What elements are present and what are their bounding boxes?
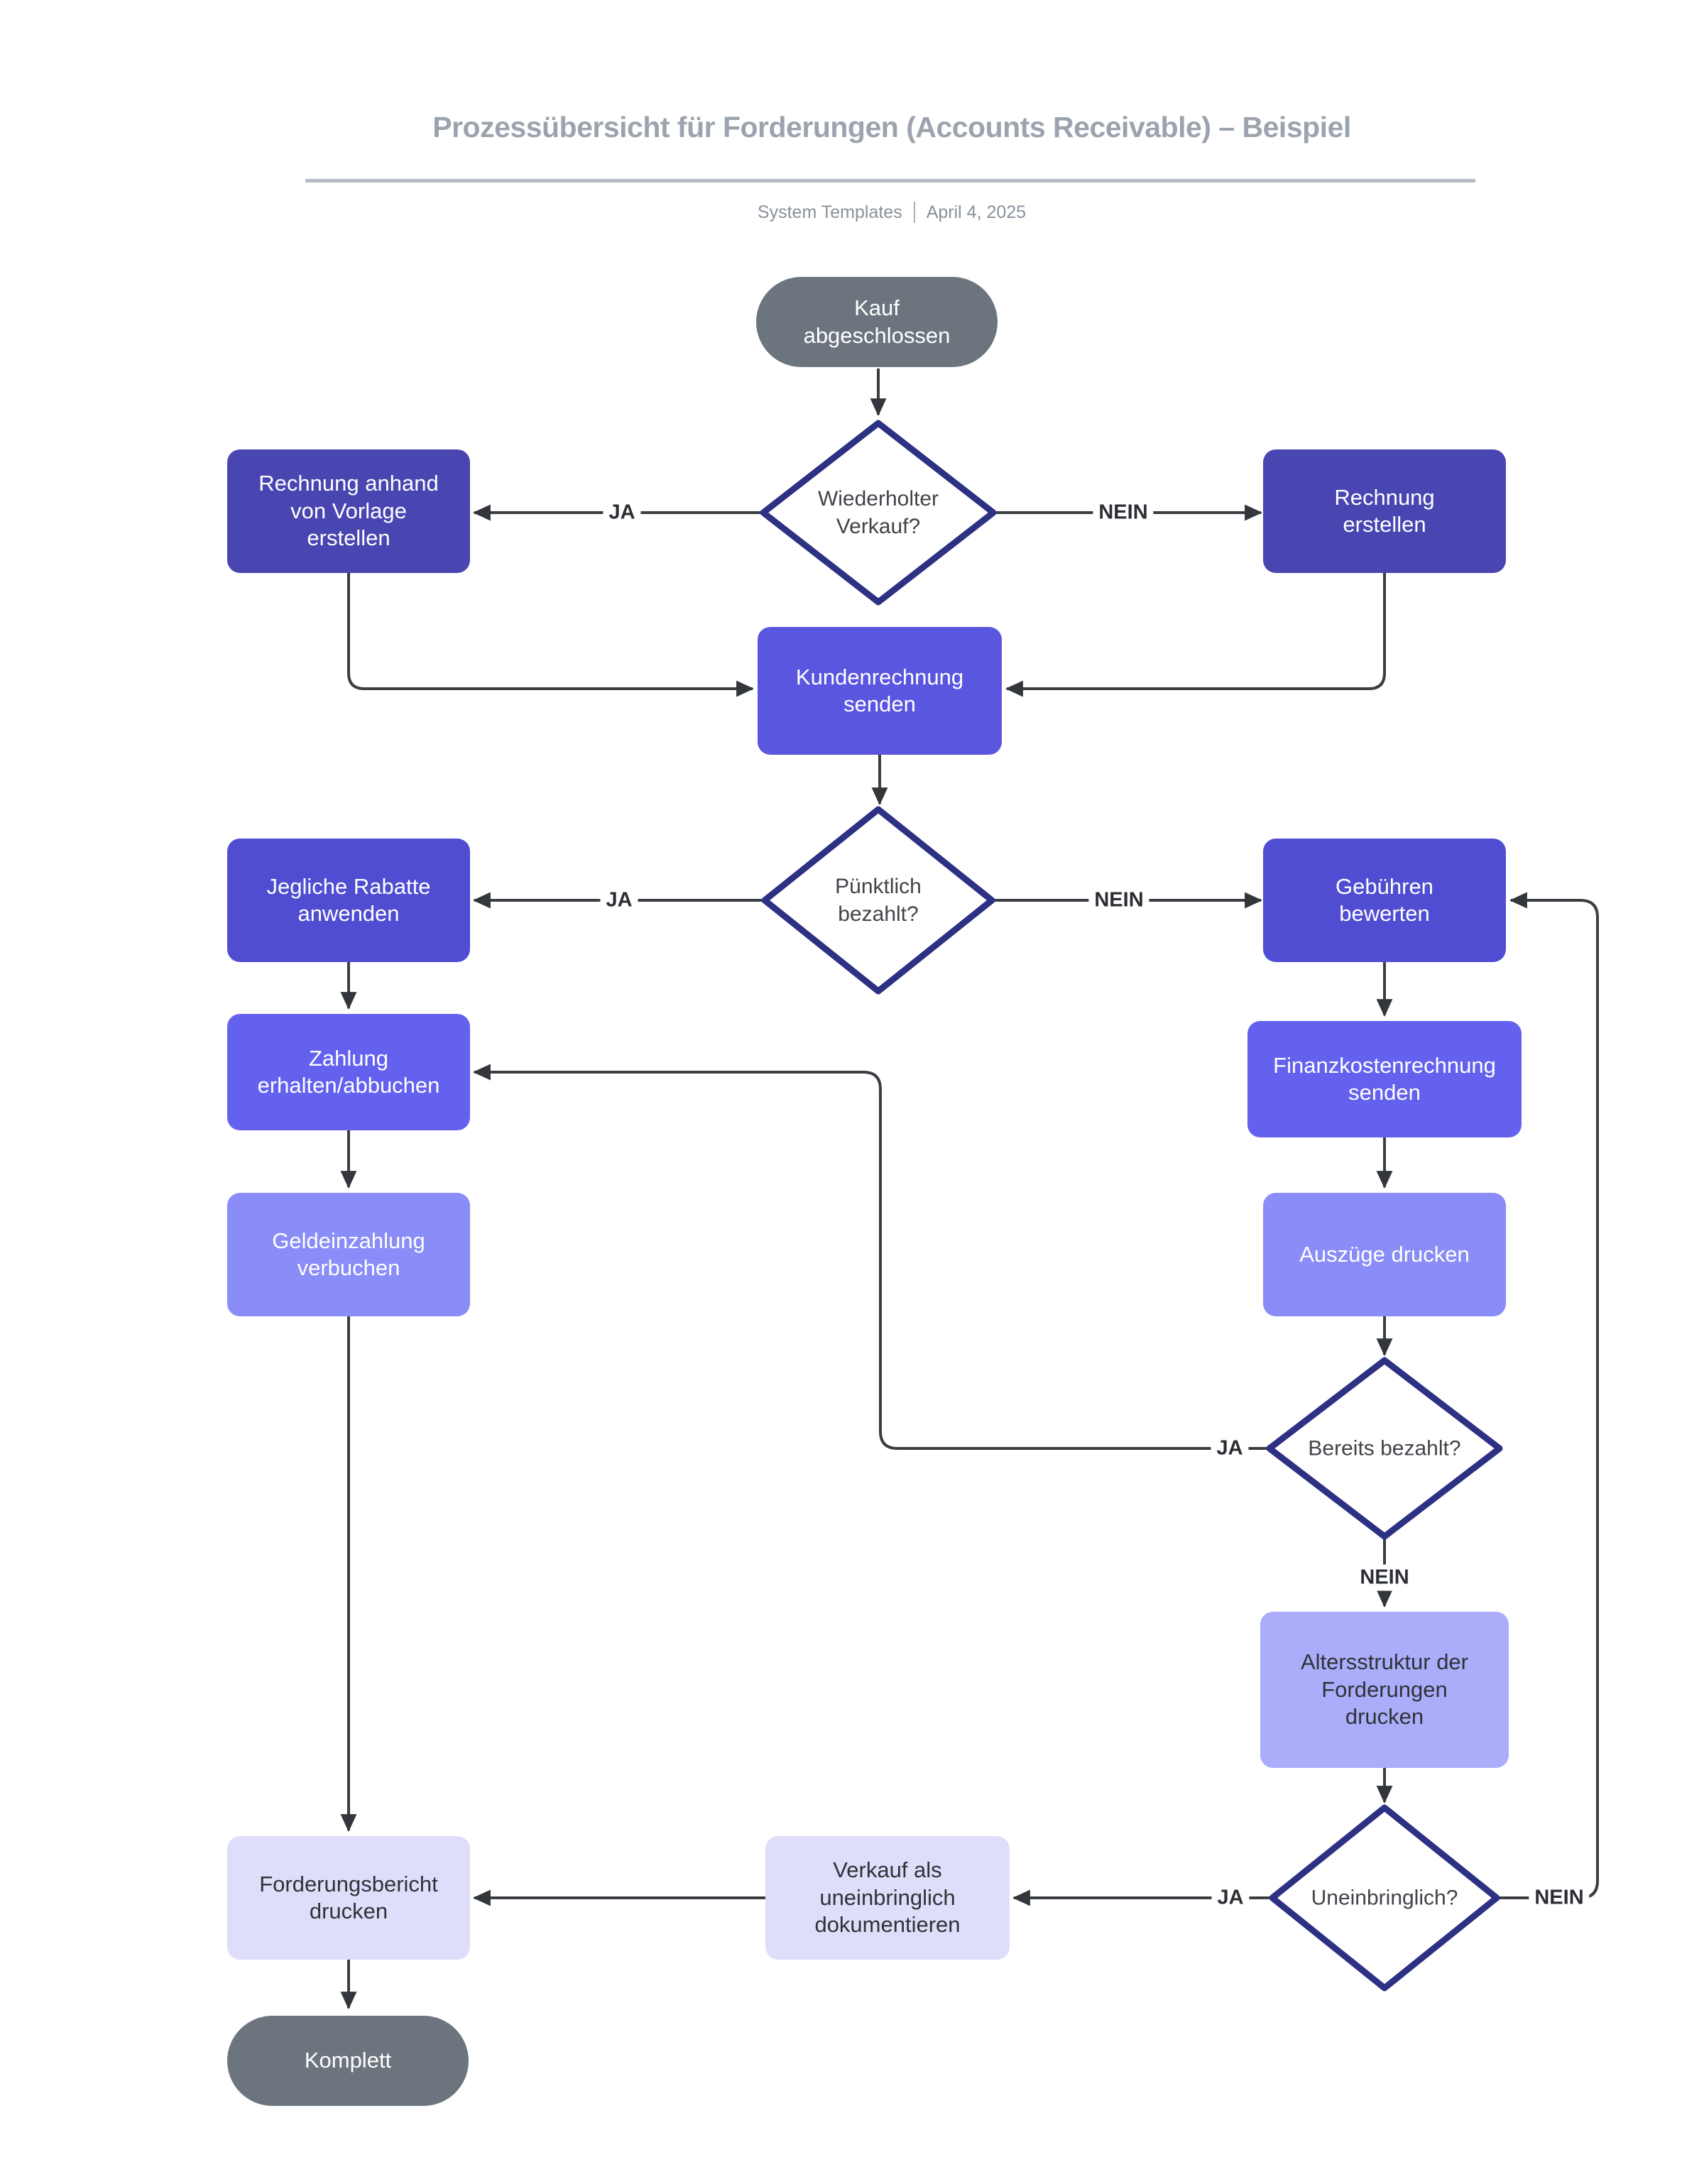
edge-label-already-paid-nein: NEIN bbox=[1354, 1564, 1415, 1591]
subtitle-date: April 4, 2025 bbox=[926, 202, 1027, 222]
process-document-bad-debt: Verkauf als uneinbringlich dokumentieren bbox=[765, 1836, 1010, 1960]
edge-label-repeat-sale-nein: NEIN bbox=[1093, 499, 1154, 526]
process-send-customer-invoice: Kundenrechnung senden bbox=[758, 627, 1002, 755]
decision-repeat-sale-shape bbox=[760, 420, 997, 606]
edge-label-repeat-sale-ja: JA bbox=[603, 499, 641, 526]
start-node: Kauf abgeschlossen bbox=[756, 277, 998, 367]
edge-create-to-send-invoice bbox=[1005, 573, 1386, 697]
end-node: Komplett bbox=[227, 2016, 469, 2106]
decision-repeat-sale-label: Wiederholter Verkauf? bbox=[817, 487, 939, 538]
title-divider bbox=[305, 179, 1475, 182]
decision-already-paid-shape bbox=[1266, 1357, 1503, 1540]
edge-label-already-paid-ja: JA bbox=[1211, 1435, 1249, 1462]
subtitle-separator bbox=[913, 202, 915, 223]
edge-label-paid-on-time-ja: JA bbox=[600, 887, 638, 914]
edge-label-paid-on-time-nein: NEIN bbox=[1088, 887, 1149, 914]
process-assess-fees: Gebühren bewerten bbox=[1263, 839, 1506, 962]
process-send-finance-charge: Finanzkostenrechnung senden bbox=[1247, 1021, 1522, 1137]
decision-already-paid-label: Bereits bezahlt? bbox=[1308, 1436, 1461, 1460]
process-receive-payment: Zahlung erhalten/abbuchen bbox=[227, 1014, 470, 1130]
subtitle: System Templates April 4, 2025 bbox=[758, 202, 1026, 223]
decision-paid-on-time-label: Pünktlich bezahlt? bbox=[835, 875, 922, 926]
process-print-aging: Altersstruktur der Forderungen drucken bbox=[1260, 1612, 1509, 1768]
decision-paid-on-time-shape bbox=[761, 806, 995, 995]
process-print-statements: Auszüge drucken bbox=[1263, 1193, 1506, 1316]
process-create-invoice: Rechnung erstellen bbox=[1263, 449, 1506, 573]
decision-uncollectible-label: Uneinbringlich? bbox=[1311, 1886, 1458, 1910]
edge-already-paid-ja-loop bbox=[472, 1064, 1269, 1450]
process-print-ar-report: Forderungsbericht drucken bbox=[227, 1836, 470, 1960]
decision-uncollectible-shape bbox=[1269, 1804, 1500, 1992]
edge-template-to-send-invoice bbox=[347, 573, 755, 697]
process-apply-discounts: Jegliche Rabatte anwenden bbox=[227, 839, 470, 962]
edge-label-uncollectible-nein: NEIN bbox=[1529, 1884, 1590, 1911]
subtitle-source: System Templates bbox=[757, 202, 902, 222]
edge-label-uncollectible-ja: JA bbox=[1211, 1884, 1250, 1911]
process-record-deposit: Geldeinzahlung verbuchen bbox=[227, 1193, 470, 1316]
page-title: Prozessübersicht für Forderungen (Accoun… bbox=[432, 111, 1351, 143]
process-invoice-from-template: Rechnung anhand von Vorlage erstellen bbox=[227, 449, 470, 573]
